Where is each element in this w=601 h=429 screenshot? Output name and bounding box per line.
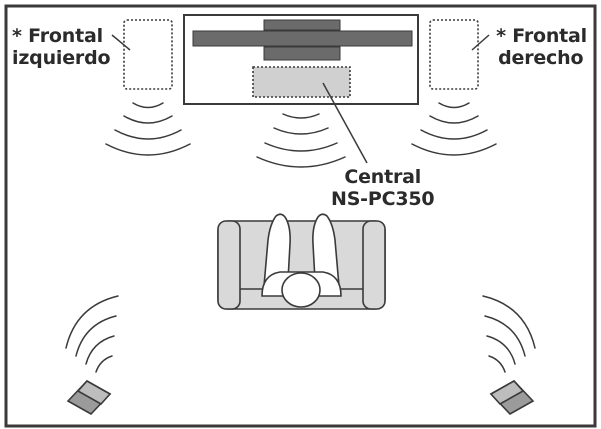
label-center-line2: NS-PC350 bbox=[331, 188, 435, 210]
label-center: Central NS-PC350 bbox=[331, 166, 435, 210]
sound-waves-rear bbox=[65, 295, 536, 373]
center-speaker bbox=[252, 66, 351, 98]
label-front-right-line2: derecho bbox=[498, 47, 584, 69]
room-border bbox=[4, 4, 597, 428]
front-left-speaker bbox=[123, 19, 173, 90]
tv-icon bbox=[192, 19, 413, 61]
label-front-left-line2: izquierdo bbox=[12, 47, 111, 69]
sound-waves-front bbox=[105, 102, 497, 168]
listener-person bbox=[261, 213, 342, 308]
leader-lines bbox=[111, 34, 490, 164]
label-center-line1: Central bbox=[344, 166, 422, 188]
label-front-left-line1: * Frontal bbox=[12, 25, 103, 47]
label-front-left: * Frontal izquierdo bbox=[12, 25, 111, 69]
sofa bbox=[217, 220, 386, 310]
front-right-speaker bbox=[429, 19, 479, 90]
label-front-right: * Frontal derecho bbox=[496, 25, 587, 69]
rear-right-speaker bbox=[489, 379, 535, 416]
label-front-right-line1: * Frontal bbox=[496, 25, 587, 47]
rear-left-speaker bbox=[66, 379, 112, 416]
